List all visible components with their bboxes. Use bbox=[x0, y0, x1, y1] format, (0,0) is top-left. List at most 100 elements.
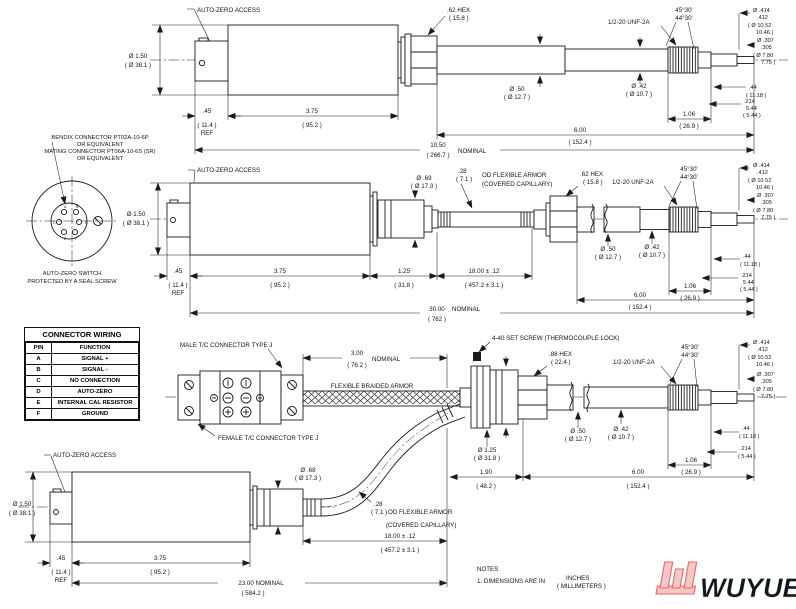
svg-text:Ø .307: Ø .307 bbox=[757, 372, 774, 378]
svg-text:.44: .44 bbox=[742, 426, 750, 432]
svg-text:( 5.44 ): ( 5.44 ) bbox=[740, 287, 758, 293]
svg-text:(COVERED CAPILLARY): (COVERED CAPILLARY) bbox=[386, 522, 456, 529]
svg-text:( Ø 12.7 ): ( Ø 12.7 ) bbox=[504, 94, 530, 101]
svg-text:.44: .44 bbox=[749, 85, 757, 91]
hex-label: .62 HEX bbox=[447, 7, 470, 14]
svg-text:.214: .214 bbox=[740, 446, 751, 452]
svg-text:.88 HEX: .88 HEX bbox=[549, 351, 572, 358]
svg-text:( 95.2 ): ( 95.2 ) bbox=[270, 282, 290, 289]
svg-text:.305: .305 bbox=[761, 200, 772, 206]
svg-text:.305: .305 bbox=[761, 379, 772, 385]
svg-text:( 152.4 ): ( 152.4 ) bbox=[626, 483, 649, 490]
svg-text:FEMALE T/C CONNECTOR TYPE J: FEMALE T/C CONNECTOR TYPE J bbox=[218, 435, 318, 442]
svg-text:( Ø 10.52: ( Ø 10.52 bbox=[748, 178, 771, 184]
svg-text:( Ø 38.1 ): ( Ø 38.1 ) bbox=[125, 62, 151, 69]
svg-text:( 7.1 ): ( 7.1 ) bbox=[371, 509, 387, 516]
svg-text:3.75: 3.75 bbox=[154, 555, 167, 562]
svg-text:1.06: 1.06 bbox=[683, 111, 696, 118]
svg-text:Ø .42: Ø .42 bbox=[613, 426, 629, 433]
svg-text:BENDIX CONNECTOR PT02A-10-6P: BENDIX CONNECTOR PT02A-10-6P bbox=[51, 135, 148, 141]
svg-text:( 95.2 ): ( 95.2 ) bbox=[150, 569, 170, 576]
svg-text:OR EQUIVALENT: OR EQUIVALENT bbox=[77, 142, 124, 148]
svg-text:18.00 ± .12: 18.00 ± .12 bbox=[469, 268, 500, 275]
svg-text:REF: REF bbox=[55, 577, 68, 584]
svg-text:( Ø 31.8 ): ( Ø 31.8 ) bbox=[474, 455, 500, 462]
pin-f: F bbox=[75, 237, 78, 241]
svg-text:.412: .412 bbox=[757, 15, 768, 21]
svg-text:30.00: 30.00 bbox=[429, 306, 445, 313]
svg-text:REF: REF bbox=[172, 290, 185, 297]
svg-text:6.00: 6.00 bbox=[632, 469, 645, 476]
notes-title: NOTES bbox=[477, 566, 498, 573]
svg-text:INCHES: INCHES bbox=[566, 575, 589, 582]
svg-text:( 11.4 ): ( 11.4 ) bbox=[197, 122, 216, 129]
svg-text:( Ø 7.80: ( Ø 7.80 bbox=[753, 387, 773, 393]
svg-text:Ø .42: Ø .42 bbox=[644, 244, 660, 251]
connector-wiring-table: CONNECTOR WIRING PIN FUNCTION A SIGNAL +… bbox=[24, 327, 140, 421]
svg-text:( Ø 10.7 ): ( Ø 10.7 ) bbox=[626, 91, 652, 98]
svg-text:3.75: 3.75 bbox=[274, 268, 287, 275]
svg-text:( 26.9 ): ( 26.9 ) bbox=[680, 295, 700, 302]
pin-d: D bbox=[85, 221, 88, 225]
notes-block: NOTES 1. DIMENSIONS ARE IN INCHES ( MILL… bbox=[477, 566, 606, 590]
svg-text:.45: .45 bbox=[57, 555, 66, 562]
svg-text:10.46 ): 10.46 ) bbox=[756, 362, 774, 368]
svg-text:( 11.18 ): ( 11.18 ) bbox=[746, 93, 767, 99]
svg-text:1.90: 1.90 bbox=[480, 469, 493, 476]
table-header-row: PIN FUNCTION bbox=[25, 342, 139, 354]
svg-text:OD FLEXIBLE ARMOR: OD FLEXIBLE ARMOR bbox=[482, 172, 547, 179]
svg-text:4-40 SET SCREW (THERMOCOUPLE L: 4-40 SET SCREW (THERMOCOUPLE LOCK) bbox=[492, 335, 619, 342]
svg-text:.45: .45 bbox=[203, 108, 212, 115]
seal-screw bbox=[93, 216, 103, 226]
svg-text:( 152.4 ): ( 152.4 ) bbox=[568, 139, 591, 146]
svg-text:( 95.2 ): ( 95.2 ) bbox=[302, 122, 322, 129]
svg-text:( 15.8 ): ( 15.8 ) bbox=[449, 15, 469, 22]
svg-text:( 5.44 ): ( 5.44 ) bbox=[738, 454, 756, 460]
svg-text:Ø 1.50: Ø 1.50 bbox=[127, 211, 146, 218]
svg-text:( 26.9 ): ( 26.9 ) bbox=[681, 469, 701, 476]
svg-text:1.06: 1.06 bbox=[685, 457, 698, 464]
svg-text:Ø .50: Ø .50 bbox=[509, 86, 525, 93]
col-header-pin: PIN bbox=[25, 342, 52, 354]
svg-text:44°30': 44°30' bbox=[680, 174, 697, 181]
svg-text:Ø .50: Ø .50 bbox=[570, 428, 586, 435]
table-title: CONNECTOR WIRING bbox=[25, 328, 139, 342]
svg-text:( 31.8 ): ( 31.8 ) bbox=[394, 282, 414, 289]
svg-text:18.00 ± .12: 18.00 ± .12 bbox=[385, 533, 416, 540]
pin-a: A bbox=[64, 205, 67, 209]
svg-text:45°30': 45°30' bbox=[681, 344, 698, 351]
pin-c: C bbox=[53, 221, 56, 225]
table-row: F GROUND bbox=[25, 408, 139, 420]
svg-text:5.44: 5.44 bbox=[743, 280, 754, 286]
svg-text:( Ø 10.52: ( Ø 10.52 bbox=[748, 355, 771, 361]
svg-text:.28: .28 bbox=[374, 501, 383, 508]
thread-label: 1/2-20 UNF-2A bbox=[608, 19, 650, 26]
svg-text:1/2-20 UNF-2A: 1/2-20 UNF-2A bbox=[613, 359, 655, 366]
svg-text:NOMINAL: NOMINAL bbox=[452, 306, 481, 313]
svg-text:.62 HEX: .62 HEX bbox=[580, 171, 603, 178]
drawing2-transducer-flex-armor: AUTO-ZERO ACCESS Ø 1.50 ( Ø 38.1 ) Ø .69… bbox=[123, 163, 788, 323]
auto-zero-label: AUTO-ZERO ACCESS bbox=[197, 7, 260, 14]
svg-text:.305: .305 bbox=[761, 45, 772, 51]
svg-text:( Ø 10.52: ( Ø 10.52 bbox=[748, 23, 771, 29]
svg-text:Ø .69: Ø .69 bbox=[416, 175, 432, 182]
svg-text:1.25: 1.25 bbox=[398, 268, 411, 275]
svg-text:.214: .214 bbox=[744, 99, 755, 105]
svg-text:1. DIMENSIONS ARE IN: 1. DIMENSIONS ARE IN bbox=[477, 578, 545, 585]
svg-text:NOMINAL: NOMINAL bbox=[372, 356, 401, 363]
svg-text:Ø .68: Ø .68 bbox=[300, 467, 316, 474]
svg-text:( 762 ): ( 762 ) bbox=[428, 316, 446, 323]
drawing1-transducer-rigid: AUTO-ZERO ACCESS Ø 1.50 ( Ø 38.1 ) .62 H… bbox=[125, 7, 788, 159]
svg-text:.214: .214 bbox=[741, 273, 752, 279]
svg-text:7.75 ): 7.75 ) bbox=[761, 60, 775, 66]
svg-text:MALE T/C CONNECTOR TYPE J: MALE T/C CONNECTOR TYPE J bbox=[180, 342, 273, 349]
drawing3-thermocouple-assembly: MALE T/C CONNECTOR TYPE J FEMALE T/C CON… bbox=[165, 335, 788, 587]
svg-text:(COVERED CAPILLARY): (COVERED CAPILLARY) bbox=[482, 181, 552, 188]
svg-text:( Ø 12.7 ): ( Ø 12.7 ) bbox=[565, 436, 591, 443]
svg-text:Ø .414: Ø .414 bbox=[753, 340, 770, 346]
svg-text:MATING CONNECTOR PT06A-10-6S (: MATING CONNECTOR PT06A-10-6S (SR) bbox=[44, 149, 155, 155]
svg-text:( MILLIMETERS ): ( MILLIMETERS ) bbox=[557, 583, 606, 590]
svg-text:( Ø 12.7 ): ( Ø 12.7 ) bbox=[595, 254, 621, 261]
svg-text:1.06: 1.06 bbox=[684, 283, 697, 290]
